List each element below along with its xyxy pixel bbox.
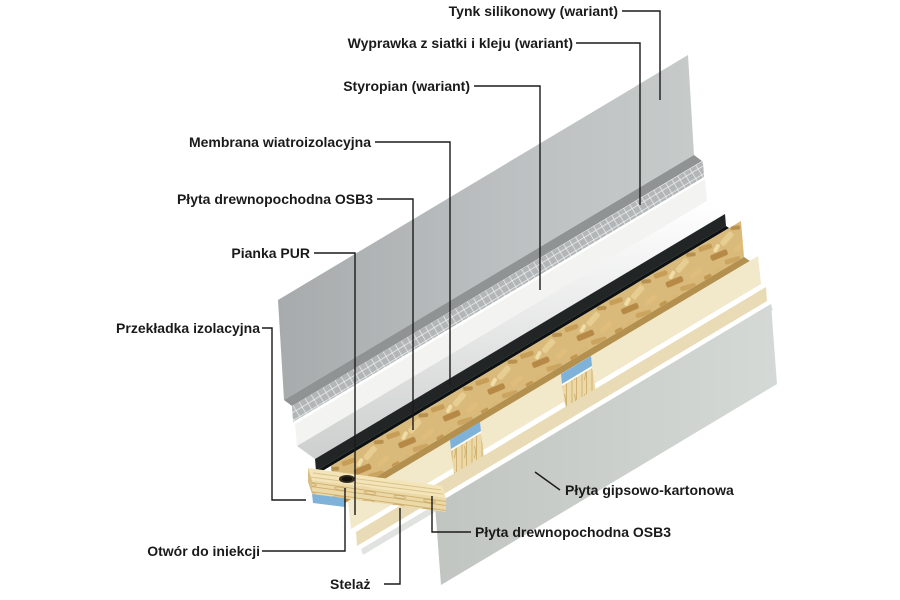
label-membrana: Membrana wiatroizolacyjna	[188, 134, 371, 150]
frame-stud	[561, 356, 596, 410]
label-osb-wewnetrzna: Płyta drewnopochodna OSB3	[475, 524, 672, 540]
label-przekladka: Przekładka izolacyjna	[116, 320, 260, 336]
label-styropian: Styropian (wariant)	[343, 78, 470, 94]
bottom-plate-top	[308, 468, 446, 498]
insulation-spacer-strip	[450, 422, 481, 450]
leader-otwor	[262, 488, 346, 552]
leader-przekladka	[262, 327, 306, 501]
plaster-layer	[278, 55, 702, 406]
plaster-edge	[284, 155, 702, 406]
frame-stud	[450, 422, 484, 474]
membrane-edge	[316, 226, 729, 473]
label-osb-zewnetrzna: Płyta drewnopochodna OSB3	[176, 191, 373, 207]
leader-wyprawka	[576, 42, 641, 205]
osb-outer-edge	[334, 257, 750, 506]
insulation-spacer-strip	[561, 356, 592, 384]
gypsum-layer	[361, 304, 777, 585]
leader-membrana	[375, 141, 451, 385]
foam-cavity	[348, 256, 761, 529]
label-tynk: Tynk silikonowy (wariant)	[448, 3, 618, 19]
leader-styropian	[474, 85, 541, 290]
membrane-layer	[315, 214, 729, 473]
leader-stelaz	[384, 508, 401, 585]
label-pianka: Pianka PUR	[231, 245, 310, 261]
styrofoam-layer	[295, 179, 725, 459]
leader-gips	[534, 471, 561, 491]
osb-inner-layer	[356, 287, 767, 546]
mesh-layer	[292, 161, 704, 422]
styrofoam-edge	[297, 201, 725, 459]
bottom-plate-end	[308, 468, 312, 494]
label-otwor: Otwór do iniekcji	[147, 543, 260, 559]
leader-osb-wewnetrzna	[431, 496, 471, 533]
osb-outer-layer	[331, 221, 750, 506]
leader-lines	[262, 10, 661, 585]
label-stelaz: Stelaż	[330, 576, 371, 592]
leader-tynk	[622, 10, 661, 100]
label-wyprawka: Wyprawka z siatki i kleju (wariant)	[347, 35, 573, 51]
leader-pianka	[314, 252, 356, 515]
label-gips: Płyta gipsowo-kartonowa	[565, 482, 734, 498]
insulation-spacer-pad	[312, 494, 345, 507]
leader-osb-zewnetrzna	[377, 198, 414, 430]
